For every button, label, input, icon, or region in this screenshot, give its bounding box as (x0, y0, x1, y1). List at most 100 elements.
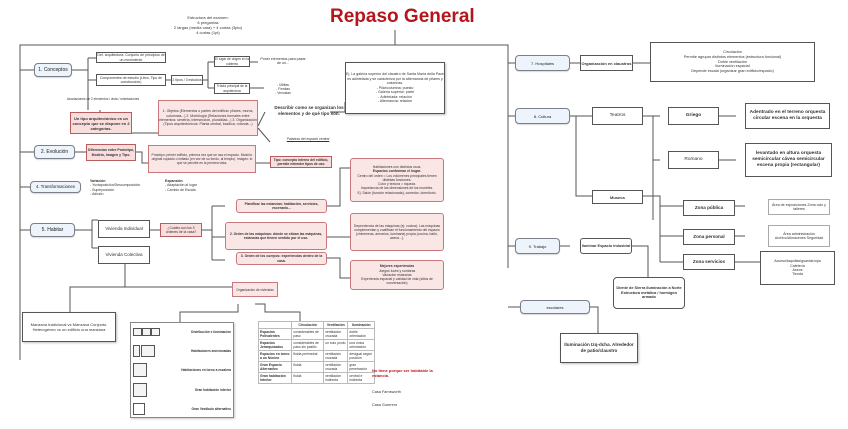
variacion-list: Variación - Yuxtaposición/Descomposición… (90, 179, 160, 203)
ordenes-box: ¿Cuáles son los 3 órdenes de la casa? (160, 223, 202, 237)
table-header: Circulación (291, 321, 325, 329)
ejemplo-item: - Adintelada: relación (378, 94, 412, 99)
table-cell: central e indirecta (347, 372, 375, 384)
desc-line: Espacios conforman el hogar. (372, 169, 422, 174)
def-arquitectura-box: Def. arquitectura: Conjunto de principio… (96, 52, 166, 63)
node-evolucion[interactable]: 2. Evolución (34, 145, 75, 159)
detail-line: Aseos (792, 268, 803, 272)
table-cell: Gran Espacio Alternativo (257, 361, 293, 373)
iluminar-espacio-box: Iluminar Espacio industrial (580, 238, 632, 254)
table-row: Gran habitación Interior fluida ventilac… (257, 372, 375, 384)
table-cell: una única orientación (347, 339, 375, 351)
detail-line: Circulación (723, 50, 742, 55)
desc-line: Color y textura = riqueza. (378, 182, 416, 187)
typology-icon-panel: Distribución e iluminación Habitaciones … (130, 322, 234, 418)
typology-plan-icon (133, 344, 155, 358)
zona-personal-box: Zona personal (683, 229, 735, 245)
zona-publica-box: Zona pública (683, 200, 735, 216)
detail-line: Cafetería (790, 263, 805, 268)
table-cell: ventilación cruzada (323, 350, 349, 362)
organizacion-viviendas-box: Organización de viviendas (232, 282, 278, 297)
expansion-title: Expansión (165, 179, 183, 183)
typology-plan-icon (133, 402, 145, 416)
page-title: Repaso General (330, 6, 475, 27)
desc-line: Variación estancias (382, 272, 412, 277)
table-row: Espacios Jerarquizados considerables de … (257, 339, 375, 351)
typology-row: Habitaciones anexionadas (133, 344, 231, 358)
node-hospitales[interactable]: 7. Hospitales (515, 55, 570, 71)
node-conceptos[interactable]: 1. Conceptos (34, 63, 72, 77)
lugar-box: 2 tipos / 3 estudios (171, 75, 203, 85)
zona-personal-desc: Área administración Archivo/Almacenes Se… (768, 225, 830, 247)
typology-label: Gran Vestíbulo alternativo (191, 407, 232, 411)
typology-plan-icon (133, 327, 160, 337)
table-header: Iluminación (347, 321, 375, 329)
escolares-detalle-box: Iluminación Izq-dcha. Alrededor de patio… (560, 333, 638, 363)
node-trabajo[interactable]: 9. Trabajo (515, 238, 560, 254)
orden3-desc-box: Mejores experiencias Juegos luces y somb… (350, 260, 444, 290)
exam-structure-line: 4 cortas (1pt) (196, 30, 220, 35)
triada-list: - Utilitas - Firmitas - Venustas (268, 80, 298, 98)
orden2-box: 2. Orden de las máquinas: dónde se sitúa… (225, 222, 327, 250)
table-cell: un solo punto (323, 339, 349, 351)
table-cell: ventilación cruzada (323, 328, 349, 340)
table-cell: ventilación indirecta (323, 372, 349, 384)
describir-note: Describir como se organizan los elemento… (274, 105, 344, 116)
table-header: Ventilación (323, 321, 349, 329)
table-header-row: Circulación Ventilación Iluminación (257, 321, 375, 329)
typology-plan-icon (133, 362, 147, 378)
node-escolares[interactable]: escolares (520, 300, 590, 314)
table-cell: fluida (291, 372, 325, 384)
table-cell: desigual según posición (347, 350, 375, 362)
table-row: Espacios Polivalentes considerables de p… (257, 328, 375, 340)
node-cultura[interactable]: 8. Cultura (515, 108, 570, 124)
definiciones-box: Prototipo: primer edificio, primera vez … (148, 145, 256, 173)
node-transformaciones[interactable]: 4. Transformaciones (30, 181, 81, 193)
table-cell: fluida perimetral (291, 350, 325, 362)
desc-line: Ej. Salón (función relacionada), comedor… (357, 190, 437, 195)
expansion-list: Expansión - Adaptación al lugar - Cambio… (165, 179, 215, 199)
variacion-item: - Yuxtaposición/Descomposición (90, 183, 141, 188)
variacion-title: Variación (90, 179, 106, 183)
ejemplo-item: - Alternancia: relación (377, 99, 413, 104)
expansion-item: - Cambio de Escala (165, 187, 196, 192)
detail-line: Permite agrupar distintos elementos (est… (683, 54, 782, 59)
detail-line: Doble ventilación (718, 59, 747, 64)
detail-line: Acceso/taquillas/guardarropa (774, 259, 821, 264)
table-cell: Gran habitación Interior (257, 372, 293, 384)
desc-line: Habitaciones con distintos usos. (372, 165, 422, 170)
detail-line: Depende escala (organizar gran edificio/… (691, 69, 774, 74)
griego-box: Griego (668, 107, 719, 125)
componentes-box: Componentes de estudio (Libro, Tipo de c… (96, 74, 166, 86)
table-row: Espacios en torno a un Núcleo fluida per… (257, 350, 375, 362)
table-header (257, 321, 293, 329)
orden1-desc-box: Habitaciones con distintos usos. Espacio… (350, 158, 444, 202)
warning-note: No tiene porque ser habitable la estanci… (372, 368, 433, 378)
manzana-box: Manzana tradicional vs Manzana Conjunto.… (22, 312, 116, 342)
zona-servicios-desc: Acceso/taquillas/guardarropa Cafetería A… (760, 251, 835, 285)
typology-label: Habitaciones anexionadas (190, 349, 231, 353)
desc-line: Centro del orden = Los volúmenes princip… (357, 173, 437, 182)
variacion-item: - Superposición (90, 187, 115, 192)
asociaciones-note: Asociaciones de 2 elementos / vista / or… (66, 97, 140, 101)
organizacion-claustros-box: Organización en claustros (580, 55, 633, 71)
expansion-item: - Adaptación al lugar (165, 183, 197, 188)
orden3-box: 3. Orden de los cuerpos: experiencias de… (236, 252, 327, 265)
typology-table: Circulación Ventilación Iluminación Espa… (257, 321, 375, 384)
casa-guerrero-note: Casa Guerrero (372, 403, 398, 407)
palabras-clave-link[interactable]: Palabras del espacio central (286, 137, 330, 142)
table-cell: Espacios Jerarquizados (257, 339, 293, 351)
typology-row: Gran Vestíbulo alternativo (133, 402, 231, 416)
categorias-box: 1. Objetos (Elementos o partes del edifi… (158, 100, 258, 136)
table-cell: fluida (291, 361, 325, 373)
desc-line: Experiencia espacial y calidad de vida (… (361, 277, 433, 286)
exam-structure-line: 6 preguntas (197, 20, 219, 25)
vivienda-colectiva-box: Vivienda Colectiva (98, 246, 150, 264)
triada-box: Tríada principal de la arquitectura (214, 83, 250, 94)
node-habitar[interactable]: 5. Habitar (30, 223, 75, 237)
typology-plan-icon (133, 382, 147, 398)
ejemplo-item: - Pilar/columna: puesto (376, 85, 414, 90)
orden1-box: Planificar las estancias: habitación, se… (236, 199, 327, 213)
hospitales-detalles-box: Circulación Permite agrupar distintos el… (650, 42, 815, 82)
